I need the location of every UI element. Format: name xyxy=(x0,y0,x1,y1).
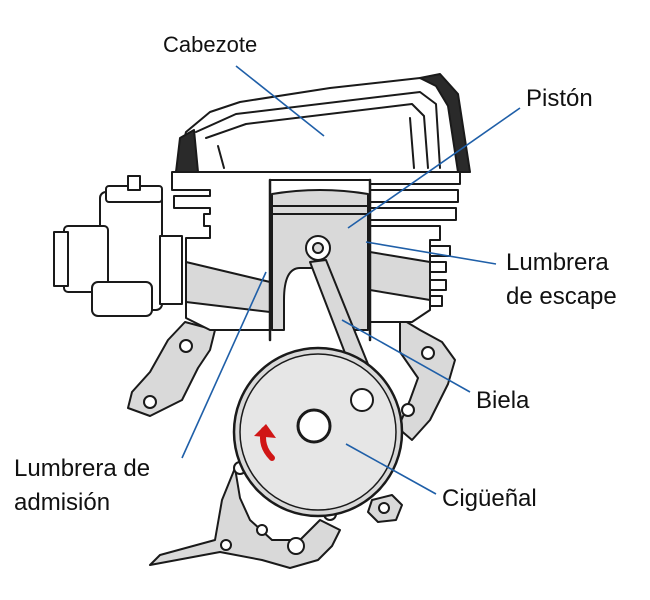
leader-lines xyxy=(181,65,521,495)
leader-line-lumbrera-escape xyxy=(365,241,497,265)
leader-line-cabezote xyxy=(235,65,325,137)
cylinder-bore xyxy=(268,178,372,342)
leader-line-ciguenal xyxy=(345,443,437,495)
leader-line-lumbrera-admision xyxy=(181,271,267,459)
cylinder-head xyxy=(175,73,471,173)
crankshaft xyxy=(232,346,404,518)
label-lumbrera-admision-line2: admisión xyxy=(14,489,111,516)
carburetor xyxy=(53,175,183,317)
label-lumbrera-escape-line2: de escape xyxy=(506,283,617,310)
curved-arrow-icon xyxy=(254,424,276,461)
label-lumbrera-admision-line1: Lumbrera de xyxy=(14,455,151,482)
label-biela: Biela xyxy=(476,387,530,414)
label-piston: Pistón xyxy=(526,85,593,112)
leader-line-piston xyxy=(347,107,521,229)
label-ciguenal: Cigüeñal xyxy=(442,485,537,512)
label-lumbrera-escape-line1: Lumbrera xyxy=(506,249,609,276)
leader-line-biela xyxy=(341,319,471,393)
label-cabezote: Cabezote xyxy=(163,32,258,57)
